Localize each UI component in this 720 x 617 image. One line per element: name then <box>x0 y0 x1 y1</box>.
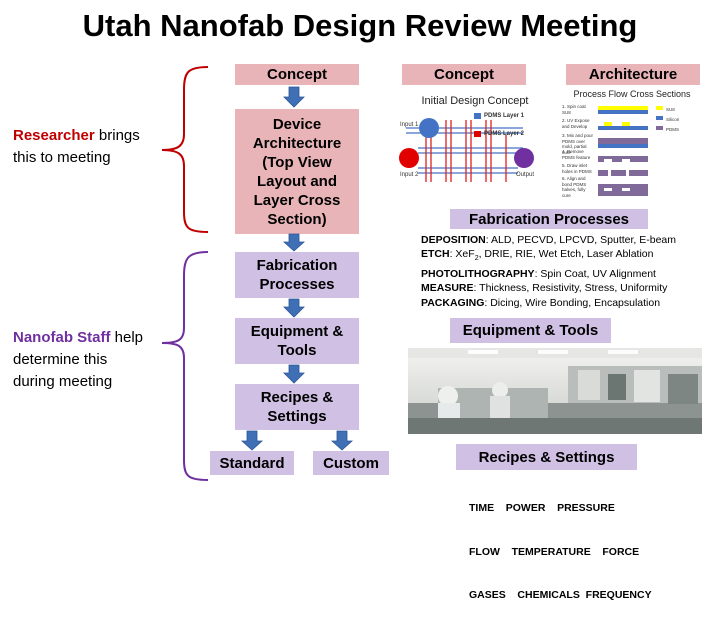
researcher-highlight: Researcher <box>13 127 95 144</box>
staff-label: Nanofab Staff help determine this during… <box>13 327 173 393</box>
staff-text-3: during meeting <box>13 373 113 390</box>
recipes-header: Recipes & Settings <box>456 444 637 470</box>
flow-custom-box: Custom <box>313 451 389 475</box>
researcher-text-1: brings <box>94 127 140 144</box>
fab-item-measure: MEASURE: Thickness, Resistivity, Stress,… <box>421 282 668 295</box>
staff-text-2: determine this <box>13 351 108 368</box>
recipes-line: Settings <box>267 408 327 425</box>
legend-layer2: PDMS Layer 2 <box>484 131 525 137</box>
cleanroom-photo <box>408 348 702 434</box>
flow-arrows <box>240 86 354 451</box>
recipe-row: TIME POWER PRESSURE <box>469 502 615 514</box>
fab-line: Fabrication <box>256 257 338 274</box>
input2-circle <box>399 148 419 168</box>
architecture-header: Architecture <box>566 64 700 85</box>
process-flow-title: Process Flow Cross Sections <box>573 89 691 99</box>
fabrication-list: DEPOSITION: ALD, PECVD, LPCVD, Sputter, … <box>421 233 717 310</box>
arch-legend-item: Silicon <box>666 117 680 122</box>
fab-line: Processes <box>259 276 335 293</box>
arch-legend-item: PDMS <box>666 127 680 132</box>
recipe-settings-list: TIME POWER PRESSURE FLOW TEMPERATURE FOR… <box>469 472 652 617</box>
arch-legend-item: SU8 <box>666 107 675 112</box>
fabrication-header: Fabrication Processes <box>450 209 648 229</box>
process-step: 1. Spin coat SU8 <box>562 104 586 115</box>
flow-equipment-box: Equipment & Tools <box>235 318 359 364</box>
process-step: 6. Align and bond PDMS halves, fully cur… <box>562 176 587 198</box>
process-step: 3. Mix and pour PDMS over mold, partial … <box>562 133 594 155</box>
fab-item-photolithography: PHOTOLITHOGRAPHY: Spin Coat, UV Alignmen… <box>421 267 656 280</box>
recipe-row: FLOW TEMPERATURE FORCE <box>469 545 640 558</box>
concept-header: Concept <box>402 64 526 85</box>
staff-text-1: help <box>110 329 144 346</box>
device-arch-line: Architecture <box>252 134 342 152</box>
process-steps: 1. Spin coat SU8 2. UV Expose and Develo… <box>562 104 594 198</box>
researcher-label: Researcher brings this to meeting <box>13 125 163 169</box>
researcher-text-2: this to meeting <box>13 149 111 166</box>
arrow-down-icon <box>240 430 264 451</box>
flow-fabrication-box: Fabrication Processes <box>235 252 359 298</box>
page-title: Utah Nanofab Design Review Meeting <box>82 8 638 43</box>
staff-highlight: Nanofab Staff <box>13 329 111 346</box>
device-arch-line: (Top View <box>262 153 332 171</box>
process-step: 5. Draw inlet holes in PDMS <box>562 163 592 174</box>
output-label: Output <box>516 172 535 178</box>
flow-recipes-box: Recipes & Settings <box>235 384 359 430</box>
flow-standard-box: Standard <box>210 451 294 475</box>
flow-concept-box: Concept <box>235 64 359 85</box>
arrow-down-icon <box>282 233 306 252</box>
fab-item-deposition: DEPOSITION: ALD, PECVD, LPCVD, Sputter, … <box>421 234 677 246</box>
researcher-brace <box>161 66 209 233</box>
process-step: 4. Remove PDMS feature <box>562 149 591 160</box>
recipe-row: GASES CHEMICALS FREQUENCY <box>469 589 652 601</box>
equip-line: Equipment & <box>250 323 344 340</box>
device-arch-line: Layout and <box>256 172 337 190</box>
cross-section-diagram <box>598 106 663 196</box>
equip-line: Tools <box>277 342 317 359</box>
fab-item-etch: ETCH: XeF2, DRIE, RIE, Wet Etch, Laser A… <box>421 248 654 263</box>
initial-design-title: Initial Design Concept <box>421 95 529 107</box>
equipment-header: Equipment & Tools <box>450 318 611 343</box>
arch-legend: SU8 Silicon PDMS <box>666 105 679 135</box>
staff-brace <box>161 251 209 481</box>
legend-layer1: PDMS Layer 1 <box>484 113 525 119</box>
recipes-line: Recipes & <box>260 389 334 406</box>
arrow-down-icon <box>283 298 305 318</box>
input2-label: Input 2 <box>400 172 419 178</box>
output-circle <box>514 148 534 168</box>
fab-item-packaging: PACKAGING: Dicing, Wire Bonding, Encapsu… <box>421 296 661 309</box>
input1-circle <box>419 118 439 138</box>
device-arch-line: Layer Cross <box>253 191 341 209</box>
braces <box>161 66 209 481</box>
device-arch-line: Device <box>272 115 322 133</box>
input1-label: Input 1 <box>400 122 419 128</box>
flow-device-architecture-box: Device Architecture (Top View Layout and… <box>235 109 359 234</box>
arrow-down-icon <box>283 86 305 108</box>
concept-diagram <box>399 113 534 182</box>
arrow-down-icon <box>330 430 354 451</box>
arrow-down-icon <box>283 364 305 384</box>
process-step: 2. UV Expose and Develop <box>562 118 590 129</box>
device-arch-line: Section) <box>267 210 327 228</box>
